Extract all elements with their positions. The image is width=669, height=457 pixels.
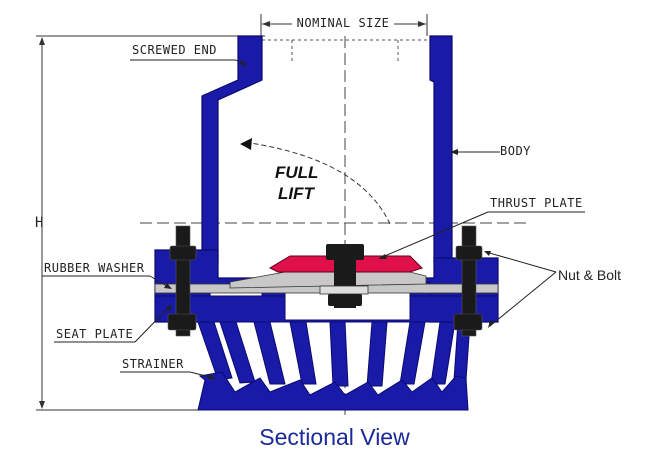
full-lift-arrow: [249, 142, 391, 225]
thrust-plate-label: THRUST PLATE: [490, 196, 583, 210]
leader-lines: [42, 59, 585, 379]
height-label: H: [35, 215, 44, 231]
body-label: BODY: [500, 144, 531, 158]
right-nut-bolt: [453, 225, 483, 337]
nominal-size-label: NOMINAL SIZE: [297, 16, 390, 30]
valve-body-right: [429, 35, 453, 263]
nut-bolt-label: Nut & Bolt: [558, 267, 621, 283]
rubber-washer-label: RUBBER WASHER: [44, 261, 145, 275]
seat-plate-label: SEAT PLATE: [56, 327, 133, 341]
full-lift-label-lift: LIFT: [278, 184, 315, 203]
center-bolt: [319, 244, 369, 308]
strainer: [197, 321, 471, 411]
full-lift-label-full: FULL: [275, 163, 318, 182]
valve-body: [201, 35, 263, 263]
diagram-caption: Sectional View: [259, 424, 410, 450]
lift-arrow-head: [240, 138, 252, 150]
left-nut-bolt: [167, 225, 197, 337]
screwed-end-label: SCREWED END: [132, 43, 217, 57]
thread-lines: [262, 39, 430, 62]
strainer-label: STRAINER: [122, 357, 184, 371]
leader-arrowheads: [164, 60, 494, 379]
